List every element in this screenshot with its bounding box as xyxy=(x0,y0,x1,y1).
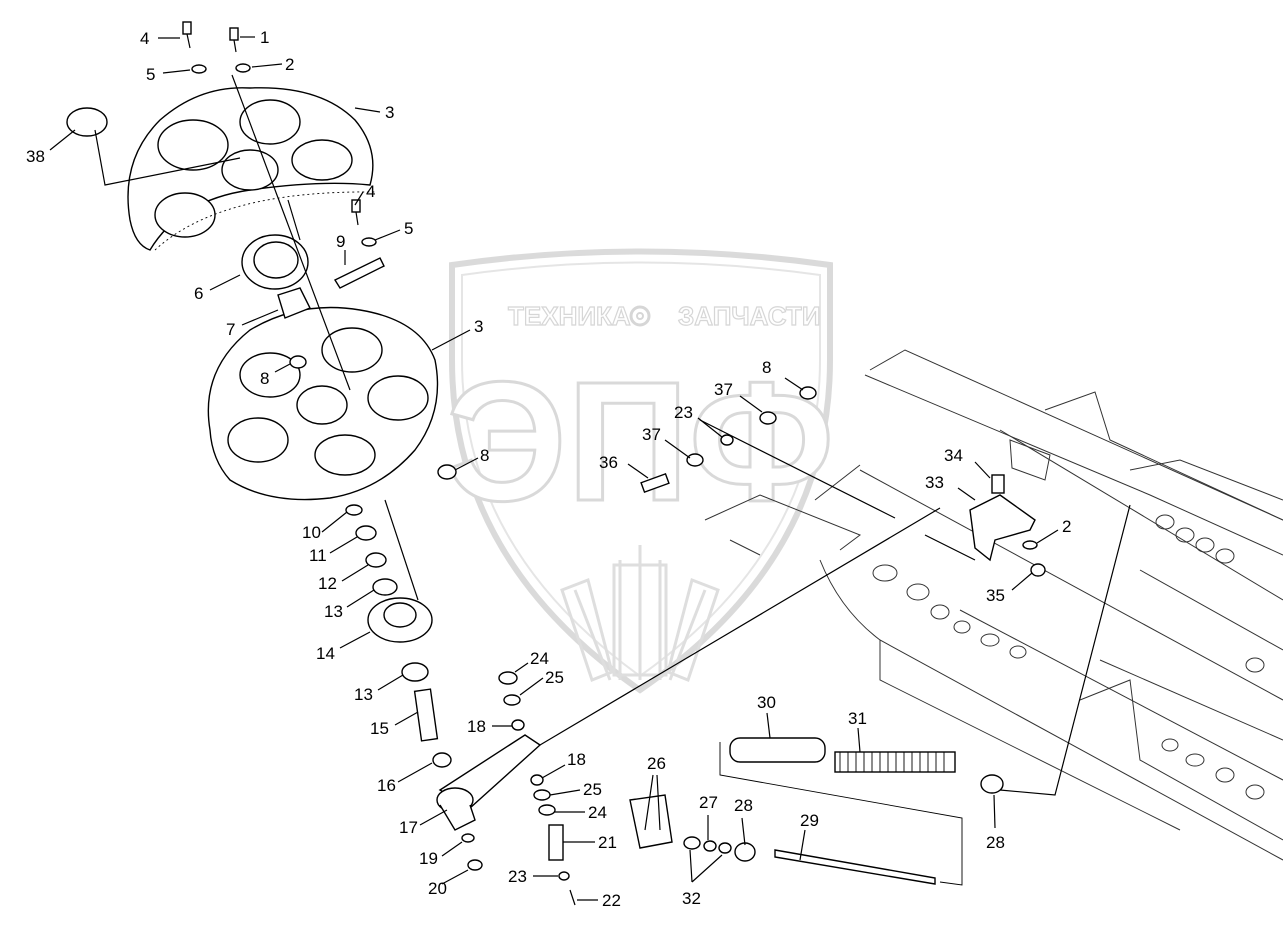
watermark-logo: ЭПФ xyxy=(446,347,834,537)
callout-24: 24 xyxy=(530,649,549,668)
callout-31: 31 xyxy=(848,709,867,728)
upper-sprocket xyxy=(127,87,376,251)
callout-3: 3 xyxy=(385,103,394,122)
lower-sprocket xyxy=(207,306,439,501)
callout-18: 18 xyxy=(567,750,586,769)
callout-18: 18 xyxy=(467,717,486,736)
callout-3: 3 xyxy=(474,317,483,336)
combine-frame xyxy=(704,349,1283,861)
callout-2: 2 xyxy=(1062,517,1071,536)
callout-22: 22 xyxy=(602,891,621,910)
callout-37: 37 xyxy=(642,425,661,444)
callout-4: 4 xyxy=(366,182,375,201)
callout-28: 28 xyxy=(986,833,1005,852)
callout-2: 2 xyxy=(285,55,294,74)
leader-lines xyxy=(94,74,1131,796)
upper-bolts xyxy=(66,21,457,480)
callout-19: 19 xyxy=(419,849,438,868)
callout-4: 4 xyxy=(140,29,149,48)
callout-8: 8 xyxy=(480,446,489,465)
callout-24: 24 xyxy=(588,803,607,822)
callout-27: 27 xyxy=(699,793,718,812)
callout-34: 34 xyxy=(944,446,963,465)
callout-14: 14 xyxy=(316,644,335,663)
callout-23: 23 xyxy=(508,867,527,886)
watermark-text-right: ЗАПЧАСТИ xyxy=(678,301,821,331)
gear-icon xyxy=(629,305,651,327)
callout-17: 17 xyxy=(399,818,418,837)
cap-38 xyxy=(66,107,108,137)
wheat-icon xyxy=(560,545,720,682)
callout-21: 21 xyxy=(598,833,617,852)
callout-13: 13 xyxy=(354,685,373,704)
callout-30: 30 xyxy=(757,693,776,712)
callout-15: 15 xyxy=(370,719,389,738)
callout-10: 10 xyxy=(302,523,321,542)
bearing-stack xyxy=(345,504,452,768)
callout-16: 16 xyxy=(377,776,396,795)
spring-assembly xyxy=(629,737,1004,886)
callout-36: 36 xyxy=(599,453,618,472)
callout-32: 32 xyxy=(682,889,701,908)
callout-numbers: 4 1 5 2 3 38 4 5 9 6 7 3 8 8 10 11 12 13… xyxy=(26,28,1071,910)
callout-26: 26 xyxy=(647,754,666,773)
watermark-text-left: ТЕХНИКА xyxy=(508,301,631,331)
callout-1: 1 xyxy=(260,28,269,47)
callout-38: 38 xyxy=(26,147,45,166)
callout-7: 7 xyxy=(226,320,235,339)
callout-5: 5 xyxy=(404,219,413,238)
callout-20: 20 xyxy=(428,879,447,898)
callout-25: 25 xyxy=(583,780,602,799)
callout-13: 13 xyxy=(324,602,343,621)
bracket-33 xyxy=(969,474,1046,577)
callout-28: 28 xyxy=(734,796,753,815)
bolt-assembly-right xyxy=(640,386,817,494)
watermark: ТЕХНИКА ЗАПЧАСТИ ЭПФ xyxy=(444,248,836,694)
callout-23: 23 xyxy=(674,403,693,422)
callout-5: 5 xyxy=(146,65,155,84)
callout-37: 37 xyxy=(714,380,733,399)
callout-8: 8 xyxy=(260,369,269,388)
callout-leaders xyxy=(49,36,1059,901)
callout-29: 29 xyxy=(800,811,819,830)
callout-33: 33 xyxy=(925,473,944,492)
callout-8: 8 xyxy=(762,358,771,377)
callout-35: 35 xyxy=(986,586,1005,605)
callout-25: 25 xyxy=(545,668,564,687)
tension-arm xyxy=(436,734,542,871)
callout-12: 12 xyxy=(318,574,337,593)
hub-flange xyxy=(241,234,385,319)
callout-9: 9 xyxy=(336,232,345,251)
callout-11: 11 xyxy=(309,546,327,565)
callout-6: 6 xyxy=(194,284,203,303)
